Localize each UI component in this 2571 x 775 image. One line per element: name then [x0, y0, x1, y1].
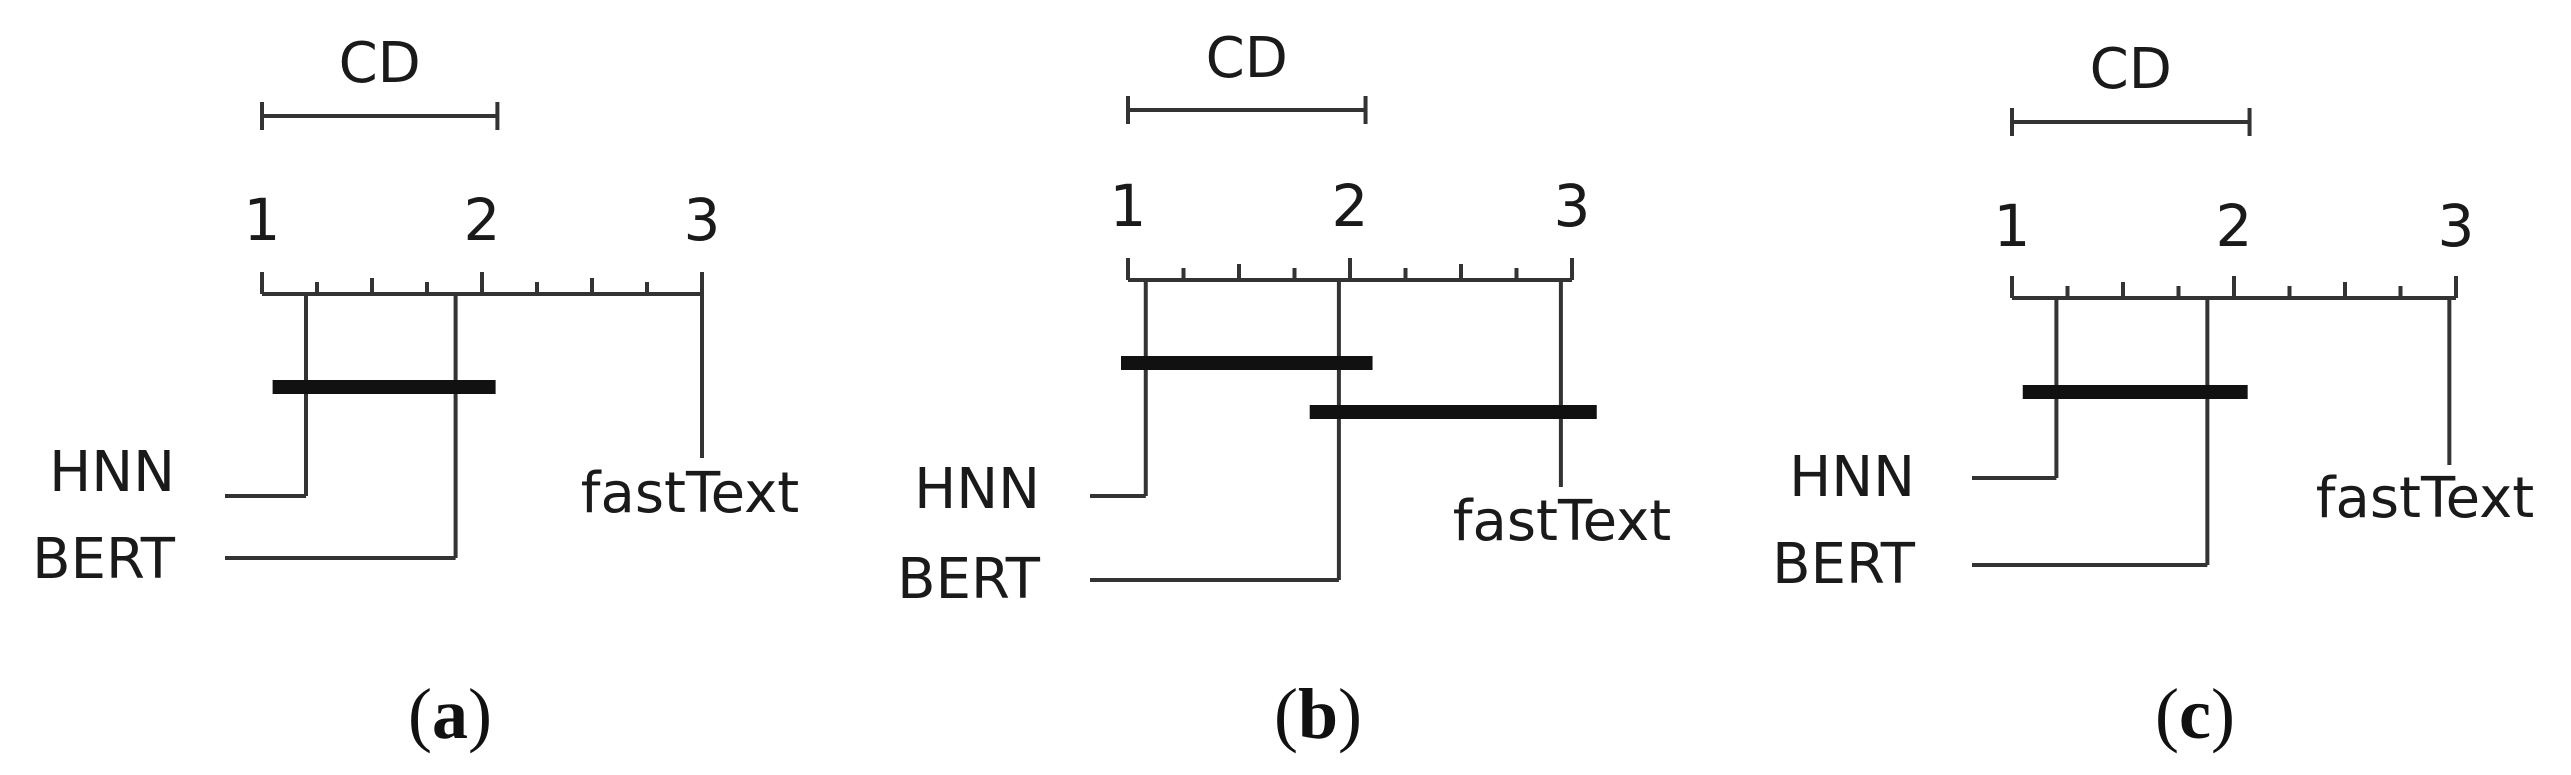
method-label-hnn: HNN: [914, 457, 1040, 522]
method-label-fasttext: fastText: [2316, 466, 2534, 531]
axis-tick-label: 1: [1110, 172, 1147, 240]
method-label-bert: BERT: [897, 547, 1041, 612]
axis-tick-label: 1: [1994, 192, 2031, 260]
cd-label: CD: [1206, 26, 1288, 91]
panel-caption: (a): [408, 674, 492, 754]
method-label-hnn: HNN: [49, 440, 175, 505]
cd-label: CD: [2090, 37, 2172, 102]
axis-tick-label: 3: [2438, 192, 2475, 260]
axis-tick-label: 1: [244, 186, 281, 254]
method-label-hnn: HNN: [1789, 445, 1915, 510]
method-label-bert: BERT: [1772, 532, 1916, 597]
axis-tick-label: 3: [684, 186, 721, 254]
axis-tick-label: 3: [1554, 172, 1591, 240]
cd-label: CD: [339, 31, 421, 96]
method-label-bert: BERT: [32, 527, 176, 592]
axis-tick-label: 2: [2216, 192, 2253, 260]
method-label-fasttext: fastText: [1453, 489, 1671, 554]
panel-caption: (c): [2155, 674, 2235, 754]
method-label-fasttext: fastText: [581, 461, 799, 526]
axis-tick-label: 2: [1332, 172, 1369, 240]
panel-caption: (b): [1274, 674, 1362, 754]
axis-tick-label: 2: [464, 186, 501, 254]
